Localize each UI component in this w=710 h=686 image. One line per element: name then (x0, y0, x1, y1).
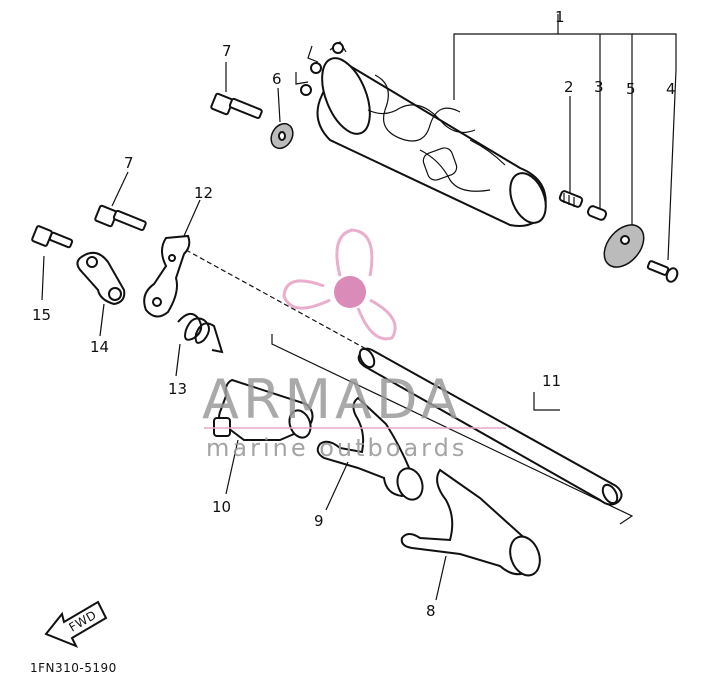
callout-13: 13 (168, 380, 187, 398)
fwd-arrow: FWD (44, 600, 108, 648)
callout-5: 5 (626, 80, 636, 98)
shift-guide-shaft (185, 249, 634, 525)
spring-part-13 (177, 312, 224, 354)
callout-4: 4 (666, 80, 676, 98)
leader-lines-top-right (453, 14, 677, 261)
shift-fork-part-10 (213, 378, 314, 441)
stopper-lever-part-14 (76, 251, 126, 306)
bolt-part-15 (31, 225, 74, 249)
watermark: ARMADA marine outboards (202, 228, 506, 462)
propeller-logo (282, 228, 397, 341)
callout-15: 15 (32, 306, 51, 324)
propeller-blade (356, 298, 397, 341)
callout-10: 10 (212, 498, 231, 516)
drum-pin-part-2 (558, 190, 584, 208)
washer-part-6 (270, 122, 294, 150)
stopper-plate-part-12 (143, 234, 191, 318)
diagram-code: 1FN310-5190 (30, 661, 117, 675)
leader-lines (41, 62, 447, 601)
callout-14: 14 (90, 338, 109, 356)
callout-3: 3 (594, 78, 604, 96)
segment-plate-part-5 (603, 224, 645, 268)
callout-1: 1 (555, 8, 565, 26)
callout-9: 9 (314, 512, 324, 530)
propeller-blade (282, 279, 331, 310)
callout-7-top: 7 (222, 42, 232, 60)
bolt-part-7-middle (94, 204, 147, 232)
bolt-part-7-top (210, 92, 263, 120)
drum-pin-part-3 (586, 205, 608, 221)
watermark-title: ARMADA (202, 368, 462, 431)
propeller-hub (334, 276, 366, 308)
callout-8: 8 (426, 602, 436, 620)
screw-part-4 (646, 260, 679, 283)
callout-6: 6 (272, 70, 282, 88)
watermark-subtitle: marine outboards (206, 434, 467, 462)
callout-7-middle: 7 (124, 154, 134, 172)
shift-fork-part-8 (400, 468, 541, 577)
callout-labels: 1 2 3 4 5 6 7 7 8 9 10 11 12 13 14 15 (32, 8, 676, 620)
callout-12: 12 (194, 184, 213, 202)
propeller-blade (335, 228, 374, 277)
callout-2: 2 (564, 78, 574, 96)
callout-11: 11 (542, 372, 561, 390)
shift-drum (295, 41, 547, 227)
shift-fork-part-9 (316, 396, 424, 501)
